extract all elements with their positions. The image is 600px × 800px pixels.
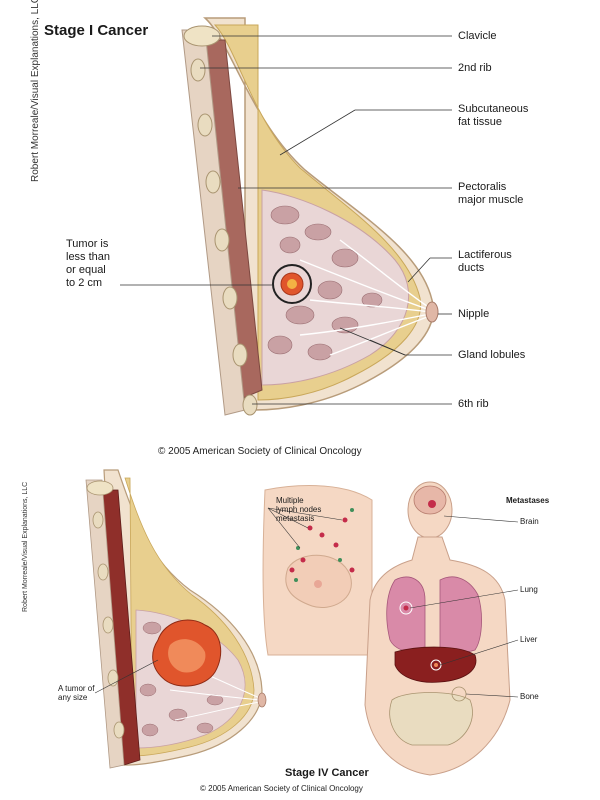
label-nipple: Nipple	[458, 308, 490, 320]
stage4-lung-lesion	[399, 601, 413, 615]
label-stage4-tumor-2: any size	[58, 693, 88, 702]
stage1-leader-lines	[120, 35, 452, 405]
label-bone: Bone	[520, 692, 539, 701]
stage1-lobules	[267, 205, 383, 361]
stage4-breast	[85, 469, 267, 769]
stage1-nipple	[425, 301, 439, 323]
label-lactiferous-1: Lactiferous	[458, 249, 512, 261]
label-subcutaneous-2: fat tissue	[458, 116, 503, 128]
label-pectoralis-1: Pectoralis	[458, 181, 507, 193]
label-liver: Liver	[520, 635, 538, 644]
stage4-body-panel	[364, 478, 544, 778]
stage4-ribs	[92, 511, 125, 739]
label-lymph-1: Multiple	[276, 496, 304, 505]
stage4-pelvis	[389, 692, 473, 746]
label-lymph-2: lymph nodes	[276, 505, 322, 514]
stage4-lymph-nodes	[289, 508, 355, 582]
stage4-chest-panel	[262, 478, 374, 660]
label-tumor-4: to 2 cm	[66, 277, 103, 289]
label-tumor-1: Tumor is	[66, 238, 109, 250]
label-metastases: Metastases	[506, 496, 550, 505]
label-6th-rib: 6th rib	[458, 398, 489, 410]
label-tumor-2: less than	[66, 251, 111, 263]
stage4-clavicle	[86, 480, 114, 496]
stage4-tumor-leader-line	[94, 659, 159, 694]
label-stage4-tumor-1: A tumor of	[58, 684, 95, 693]
label-2nd-rib: 2nd rib	[458, 62, 492, 74]
stage4-copyright: © 2005 American Society of Clinical Onco…	[200, 784, 363, 793]
label-tumor-3: or equal	[66, 264, 106, 276]
stage1-title: Stage I Cancer	[44, 22, 149, 39]
stage4-credit: Robert Morreale/Visual Explanations, LLC	[22, 481, 29, 612]
stage1-tumor-ring	[272, 264, 312, 304]
label-clavicle: Clavicle	[458, 30, 497, 42]
stage1-ribs	[190, 58, 258, 416]
stage1-ducts	[299, 239, 431, 356]
label-pectoralis-2: major muscle	[458, 194, 524, 206]
label-subcutaneous-1: Subcutaneous	[458, 103, 529, 115]
label-lymph-3: metastasis	[276, 514, 315, 523]
stage4-title: Stage IV Cancer	[285, 767, 369, 779]
stage4-nipple	[257, 692, 267, 708]
stage1-breast	[181, 17, 439, 416]
label-gland-lobules: Gland lobules	[458, 349, 526, 361]
label-lung: Lung	[520, 585, 538, 594]
stage4-lymph-leader-lines	[267, 507, 343, 549]
label-lactiferous-2: ducts	[458, 262, 485, 274]
stage4-body-leader-lines	[409, 515, 519, 698]
stage4-liver-lesion	[430, 659, 442, 671]
stage4-brain	[413, 485, 447, 515]
stage1-copyright: © 2005 American Society of Clinical Onco…	[158, 446, 362, 457]
stage4-areola	[314, 580, 322, 588]
stage4-brain-lesion	[428, 500, 436, 508]
label-brain: Brain	[520, 517, 539, 526]
